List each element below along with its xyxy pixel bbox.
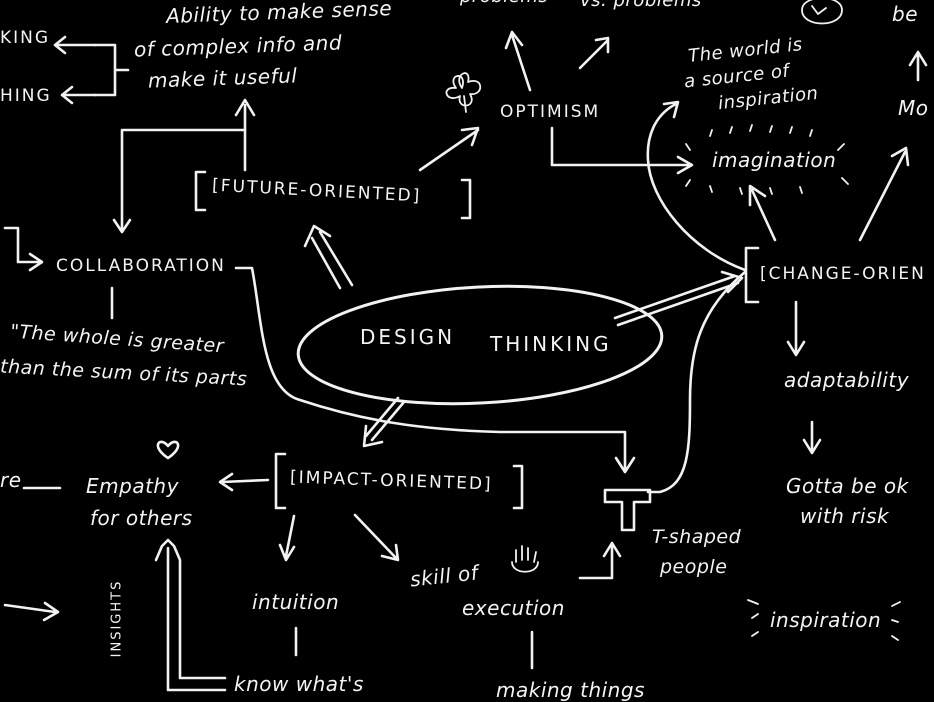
top-partial-2: vs. problems — [580, 0, 702, 11]
mo-partial: Mo — [898, 96, 929, 120]
arrow-future-to-collab — [112, 128, 247, 234]
arrow-future-to-ability — [234, 98, 256, 172]
arrow-change-to-t — [646, 270, 747, 494]
left-partial: re — [0, 468, 22, 492]
arrow-impact-to-intuition — [278, 514, 296, 562]
change-oriented-label: [CHANGE-ORIEN — [760, 264, 926, 284]
intuition-label: intuition — [252, 590, 340, 614]
arrow-skill-to-t — [578, 541, 622, 580]
insights-label: INSIGHTS — [109, 579, 125, 658]
optimism-label: OPTIMISM — [500, 102, 601, 122]
collaboration-label: COLLABORATION — [56, 256, 226, 276]
arrow-optimism-up-left — [504, 30, 532, 92]
tshaped-line-2: people — [660, 556, 728, 578]
center-ellipse — [296, 284, 664, 406]
center-label-thinking: THINKING — [490, 332, 612, 356]
imagination-label: imagination — [712, 148, 837, 172]
bracket-future-right — [460, 178, 472, 220]
arrow-left-edge-2 — [3, 601, 60, 622]
sparkle-marks — [685, 124, 849, 195]
arrow-center-to-change — [613, 270, 744, 327]
arrow-to-king — [53, 35, 97, 55]
arrow-future-to-optimism — [418, 126, 480, 172]
skill-line-1: skill of — [408, 560, 480, 592]
bracket-impact-right — [512, 464, 524, 510]
arrow-impact-to-skill — [353, 513, 400, 562]
center-label-design: DESIGN — [360, 325, 456, 349]
t-shape — [603, 488, 652, 532]
empathy-line-2: for others — [90, 506, 193, 530]
globe-icon — [801, 0, 843, 25]
arrow-center-to-future — [303, 224, 354, 290]
know-label: know what's — [234, 672, 364, 696]
arrow-to-hing — [60, 85, 97, 105]
adaptability-label: adaptability — [784, 368, 910, 392]
tshaped-line-1: T-shaped — [652, 526, 742, 548]
thinking-label-1: KING — [0, 28, 51, 48]
thinking-label-2: HING — [0, 86, 52, 106]
arrow-adapt-to-gotta — [802, 420, 822, 455]
arrow-impact-to-empathy — [218, 472, 270, 492]
arrow-center-to-impact — [362, 396, 406, 448]
gotta-line-2: with risk — [800, 504, 890, 528]
arrow-left-edge-1 — [3, 226, 44, 272]
arrow-ability-brace — [93, 43, 130, 97]
arrow-top-right — [908, 50, 928, 82]
arrow-optimism-up-right — [578, 36, 610, 70]
bracket-impact-left — [274, 452, 287, 510]
heart-icon — [156, 440, 180, 460]
arrow-optimism-to-imagination — [550, 126, 694, 175]
making-label: making things — [496, 678, 645, 702]
skill-line-2: execution — [462, 596, 565, 620]
top-partial-1: problems — [460, 0, 548, 6]
arrow-loop-to-world — [646, 100, 747, 272]
arrow-change-to-adapt — [786, 300, 806, 357]
arrow-know-to-empathy — [154, 538, 227, 692]
flower-icon — [445, 72, 482, 113]
empathy-line-1: Empathy — [86, 474, 179, 498]
inspiration-label: inspiration — [770, 608, 882, 632]
arrow-change-to-imagination — [748, 184, 777, 242]
ability-line-3: make it useful — [147, 63, 298, 93]
gotta-line-1: Gotta be ok — [786, 474, 909, 498]
bracket-future-left — [194, 170, 207, 212]
bracket-change-left — [744, 246, 760, 304]
hand-icon — [511, 545, 539, 573]
arrow-to-mo — [858, 146, 910, 242]
top-right-partial: be — [892, 2, 918, 26]
arrow-collab-to-t — [234, 266, 636, 474]
sparkle-inspiration — [747, 599, 901, 641]
